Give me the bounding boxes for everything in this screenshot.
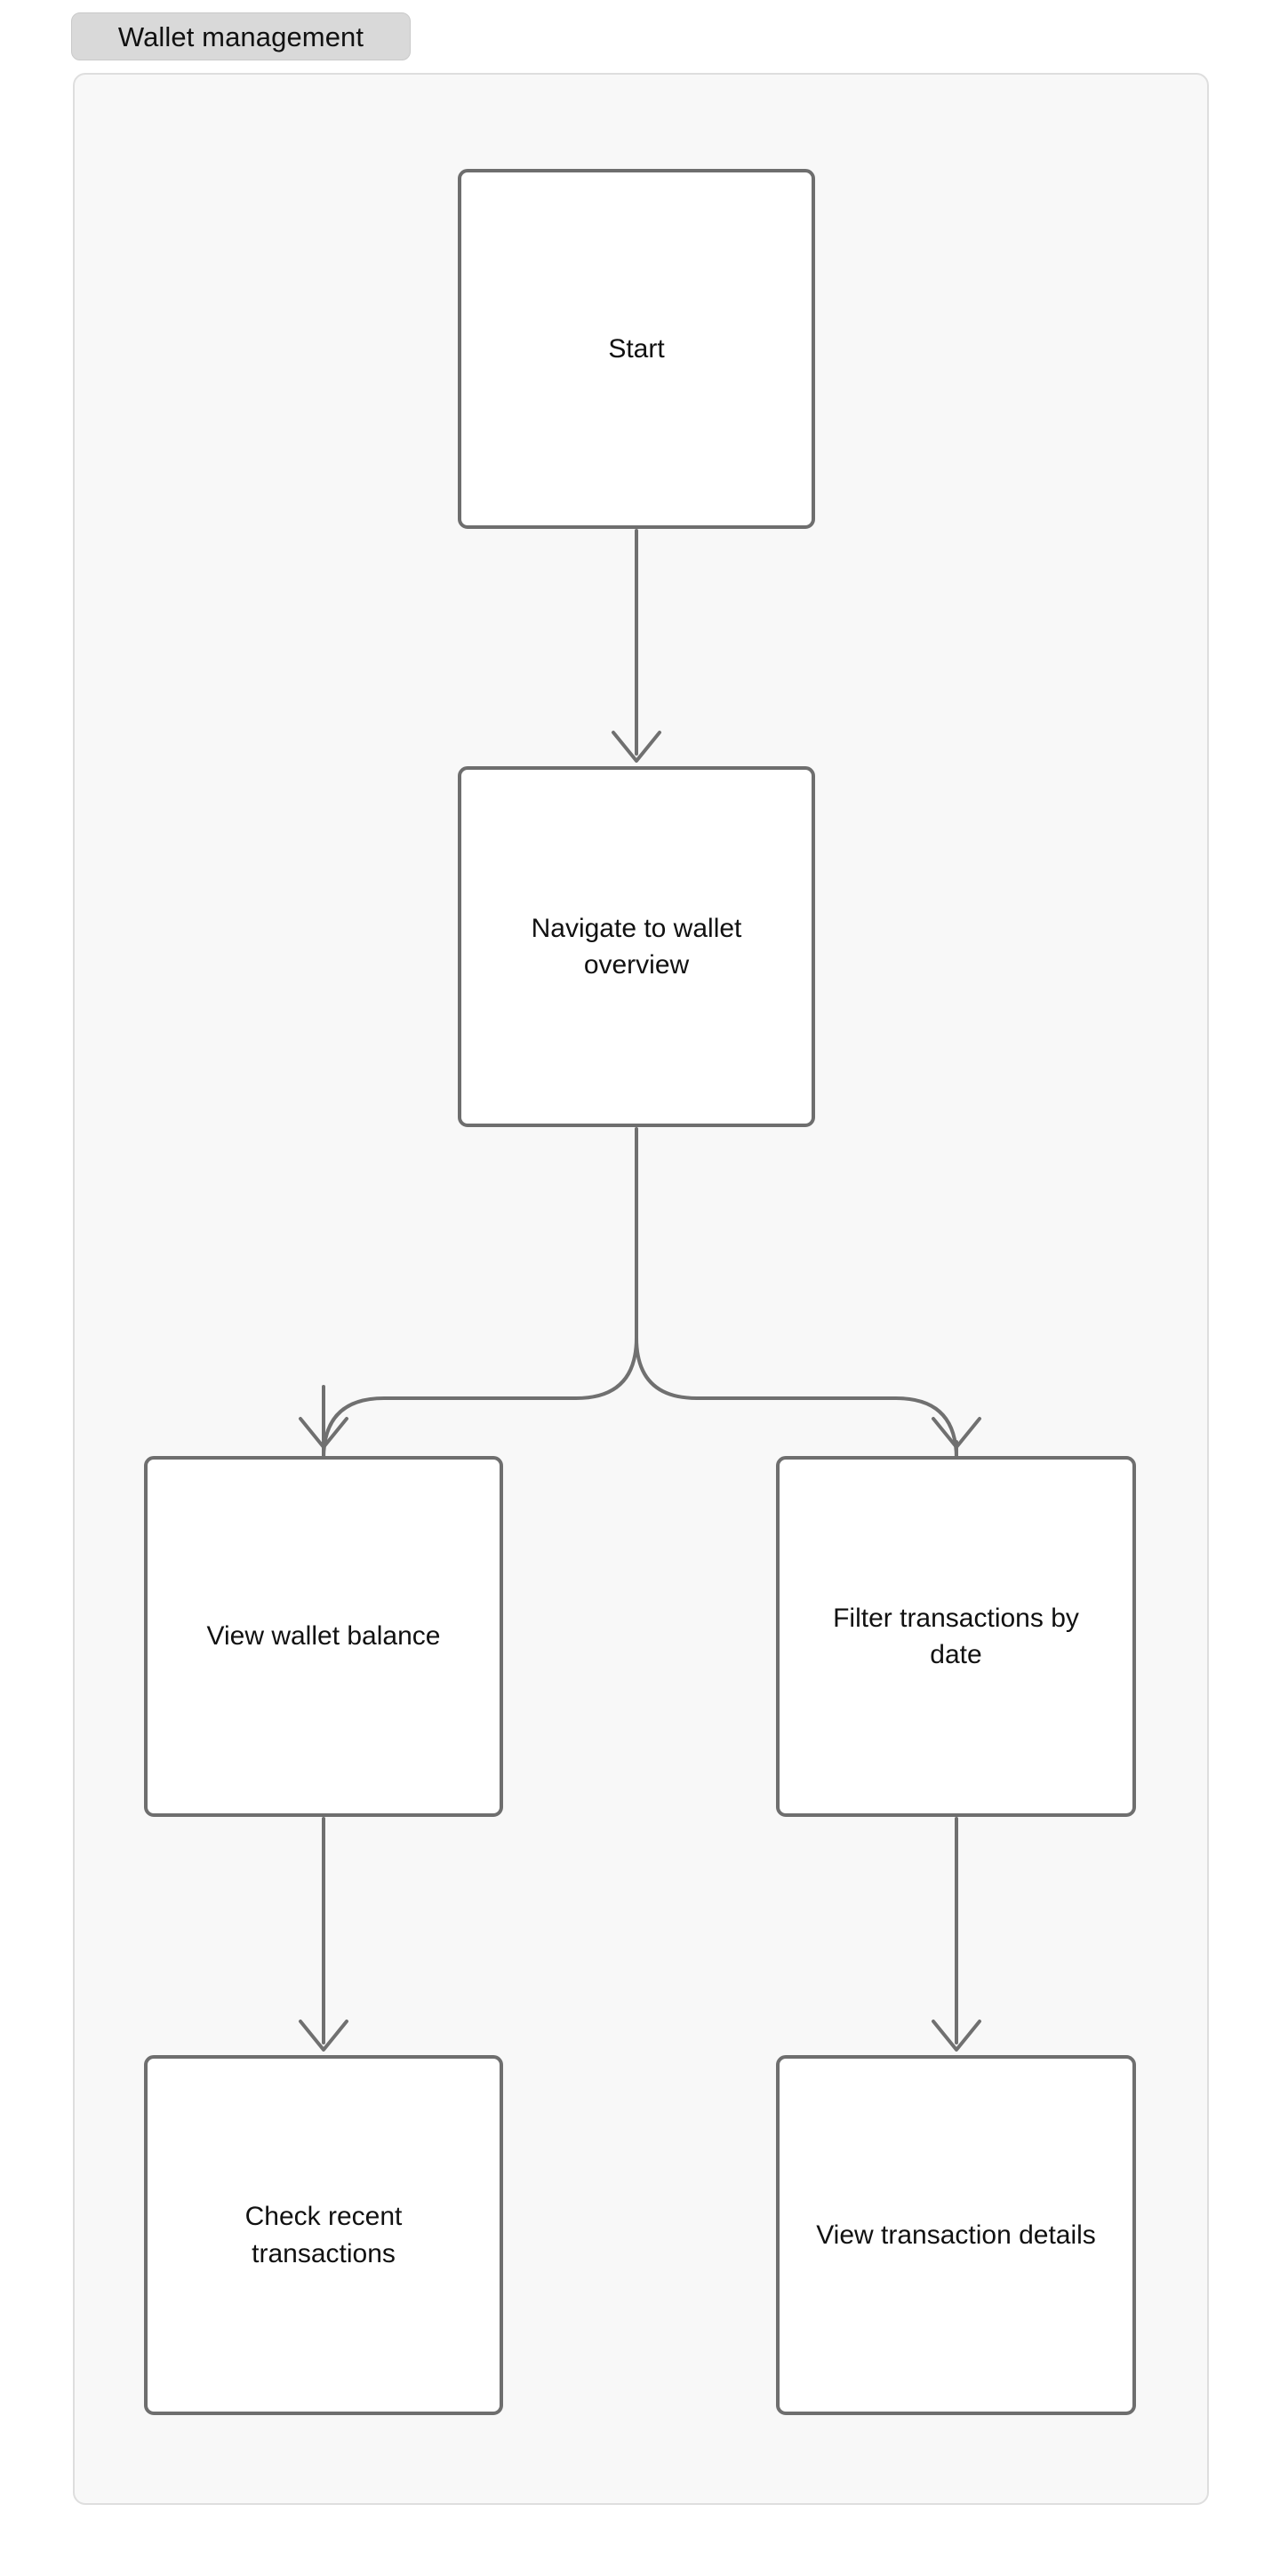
flow-node-view-transaction-details[interactable]: View transaction details [776, 2055, 1136, 2415]
flow-node-label: Check recent transactions [244, 2202, 403, 2268]
flow-node-label: Navigate to wallet overview [531, 913, 742, 980]
diagram-title-badge: Wallet management [71, 12, 411, 60]
flow-node-navigate-to-wallet-overview[interactable]: Navigate to wallet overview [458, 766, 815, 1127]
flow-node-view-wallet-balance[interactable]: View wallet balance [144, 1456, 503, 1817]
flow-node-label: View wallet balance [206, 1621, 441, 1652]
flow-node-start[interactable]: Start [458, 169, 815, 529]
flow-node-filter-transactions-by-date[interactable]: Filter transactions by date [776, 1456, 1136, 1817]
flow-node-label: Start [608, 333, 665, 364]
diagram-title-label: Wallet management [117, 20, 364, 52]
flow-node-label: Filter transactions by date [833, 1603, 1079, 1669]
flow-node-check-recent-transactions[interactable]: Check recent transactions [144, 2055, 503, 2415]
flow-node-label: View transaction details [816, 2220, 1096, 2250]
